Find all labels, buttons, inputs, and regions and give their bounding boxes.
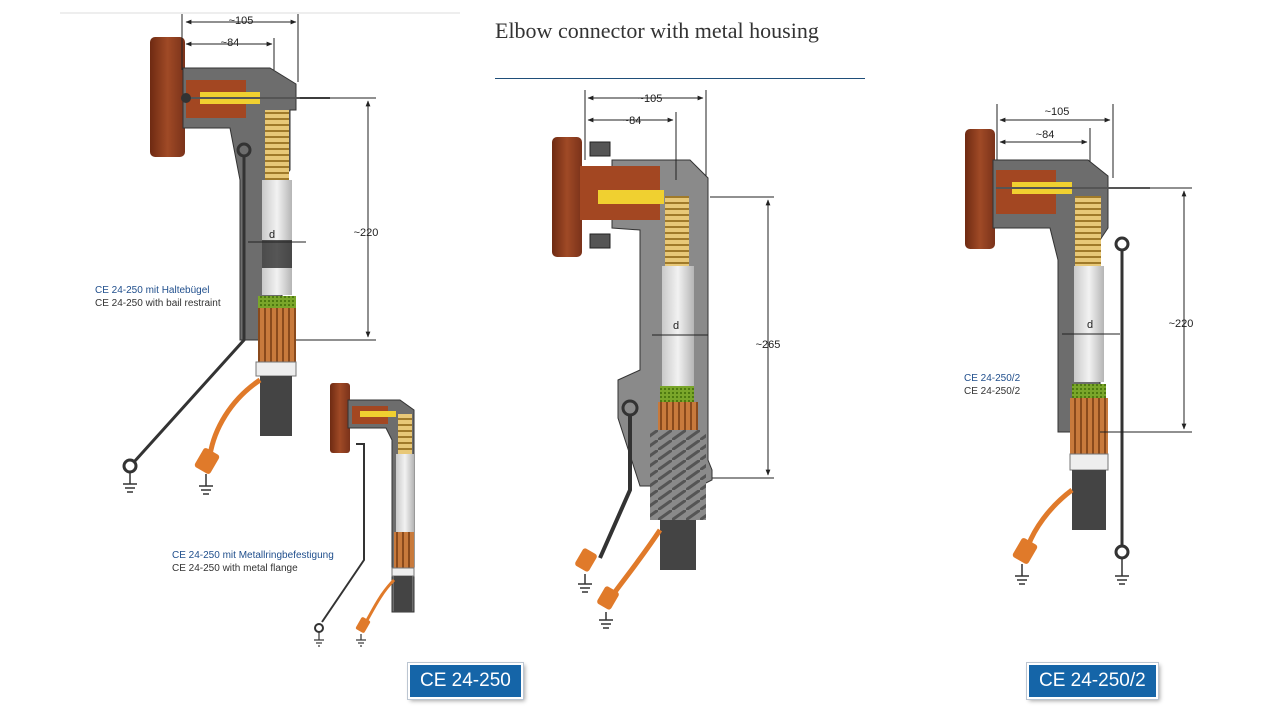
earth-wire [207,377,262,456]
copper-screen [658,402,698,430]
cable-lug [575,548,597,572]
cable-clamp [1069,453,1109,471]
badge-ce-24-250: CE 24-250 [408,663,523,699]
semicon-layer [262,240,292,268]
dim-width-outer-a: ~105 [229,15,254,27]
caption-flange: CE 24-250 mit Metallringbefestigung CE 2… [172,549,334,575]
cable-jacket [660,520,696,570]
dim-width-outer-c: ~105 [1045,106,1070,118]
caption-type2-en: CE 24-250/2 [964,386,1021,397]
bail-restraint-rod [132,156,246,464]
dim-height-a: ~220 [354,227,379,239]
caption-bail-en: CE 24-250 with bail restraint [95,298,221,309]
cable-clamp [391,567,415,577]
caption-type2-de: CE 24-250/2 [964,373,1021,384]
dim-width-inner-c: ~84 [1036,129,1055,141]
dim-width-outer-b: ~105 [638,93,663,105]
dim-diameter-c: d [1087,319,1093,331]
dim-height-c: ~220 [1169,318,1194,330]
cable-jacket [260,376,292,436]
cable-clamp [255,361,297,377]
cable-lug [194,448,220,474]
cable-insulation [1074,266,1104,382]
cable-jacket [1072,470,1106,530]
earth-wire [609,528,663,598]
connector-bail-restraint [122,14,376,495]
bushing-flange [330,383,350,453]
cable-insulation [662,266,694,386]
threaded-contact [1075,196,1101,266]
page-title: Elbow connector with metal housing [495,18,819,43]
dim-height-b: ~265 [756,339,781,351]
caption-bail: CE 24-250 mit Haltebügel CE 24-250 with … [95,284,221,310]
cable-lug [597,586,619,610]
ground-symbol [578,574,613,629]
earth-wire [364,578,396,623]
ground-eye [1114,236,1130,252]
stress-cone [258,296,296,308]
dimension-labels: ~105 ~84 ~220 d ~105 ~84 ~265 d ~105 ~84… [221,15,1194,351]
connector-type-2 [965,104,1192,585]
cable-gland [650,430,706,520]
ground-eye [122,458,138,474]
stress-cone [660,386,694,402]
stress-cone [1072,384,1106,398]
copper-screen [394,532,414,570]
cable-lug [1012,538,1038,564]
copper-screen [1070,398,1108,454]
bushing-flange [150,37,185,157]
caption-flange-en: CE 24-250 with metal flange [172,563,298,574]
bushing-flange [552,137,582,257]
dimension-lines [584,90,774,479]
bushing-flange [965,129,995,249]
caption-bail-de: CE 24-250 mit Haltebügel [95,285,210,296]
ground-symbol [1015,558,1129,585]
cable-insulation [396,454,414,532]
threaded-contact [665,196,689,266]
title-underline [495,78,865,79]
contact-pin [360,411,396,417]
dim-width-inner-a: ~84 [221,37,240,49]
ground-rod [598,415,632,559]
connector-center [552,90,774,629]
badge-ce-24-250-2: CE 24-250/2 [1027,663,1158,699]
ground-rod [321,443,365,623]
cable-jacket [394,576,412,612]
bolts [589,141,611,249]
threaded-contact [265,110,289,180]
cable-lug [355,617,371,633]
ground-symbol [123,472,213,495]
dimension-lines [181,14,376,341]
ground-symbol [314,632,366,647]
dim-diameter-b: d [673,320,679,332]
dim-width-inner-b: ~84 [623,115,642,127]
dimension-lines [996,104,1192,433]
cable-insulation [262,180,292,295]
caption-flange-de: CE 24-250 mit Metallringbefestigung [172,550,334,561]
copper-screen [258,308,296,364]
contact-pin [598,190,664,204]
threaded-contact [398,414,412,454]
caption-type2: CE 24-250/2 CE 24-250/2 [964,372,1020,398]
earth-wire [1025,488,1074,547]
dim-diameter-a: d [269,229,275,241]
connector-metal-flange [314,383,415,647]
